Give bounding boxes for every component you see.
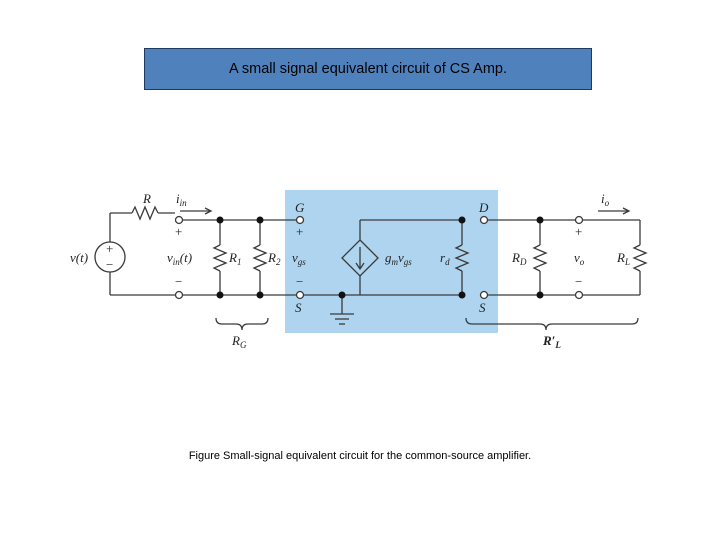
figure-caption: Figure Small-signal equivalent circuit f… [188,450,532,462]
label-RD: RD [511,250,527,267]
resistor-rd [454,244,470,272]
title-banner: A small signal equivalent circuit of CS … [144,48,592,90]
src-plus: + [106,241,113,256]
label-S-left: S [295,300,302,315]
label-RLprime: R′L [542,333,561,350]
vin-minus: − [175,274,182,289]
resistor-R [131,205,159,221]
fet-model-highlight [285,190,498,333]
label-D: D [478,200,489,215]
label-vgs: vgs [292,250,306,267]
source-terminal-left [295,290,305,300]
label-io: io [601,191,610,208]
label-iin: iin [176,191,187,208]
label-vin: vin(t) [167,250,192,267]
resistor-R2 [252,244,268,272]
brace-RLprime [465,317,639,331]
label-rd: rd [440,250,450,267]
label-R1: R1 [228,250,241,267]
title-text: A small signal equivalent circuit of CS … [228,61,508,77]
gate-terminal [295,215,305,225]
vo-minus: − [575,274,582,289]
brace-RG [215,317,269,331]
drain-terminal [479,215,489,225]
label-vo: vo [574,250,585,267]
label-vt: v(t) [70,250,88,265]
vgs-plus: + [296,224,303,239]
label-R: R [142,191,151,206]
label-G: G [295,200,305,215]
resistor-RD [532,244,548,272]
label-R2: R2 [267,250,281,267]
label-RG: RG [231,333,247,350]
label-gm-vgs: gmvgs [385,250,412,267]
vo-plus: + [575,224,582,239]
label-RL: RL [616,250,630,267]
resistor-RL [632,244,648,272]
src-minus: − [106,257,113,272]
label-S-right: S [479,300,486,315]
resistor-R1 [212,244,228,272]
source-terminal-right [479,290,489,300]
vgs-minus: − [296,274,303,289]
vin-plus: + [175,224,182,239]
